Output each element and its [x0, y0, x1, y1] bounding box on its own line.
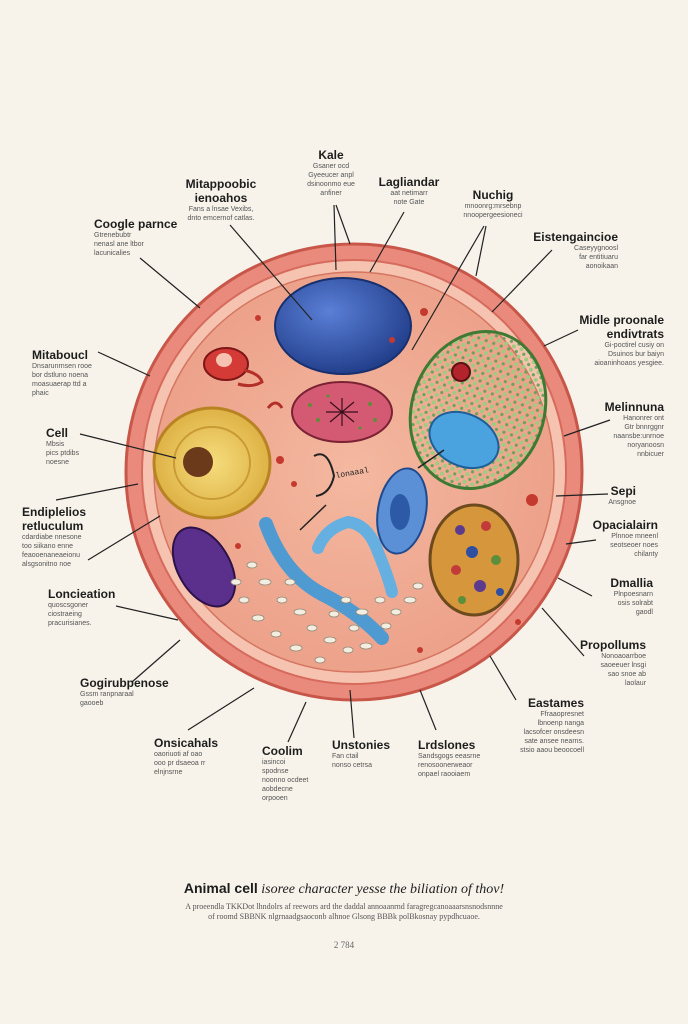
purple-organelle: [171, 526, 237, 608]
label-eastames: Eastames Ffraaopresnet lbnoenp nanga lac…: [520, 696, 584, 754]
label-dmalia: Dmallia Plnpoesnarn osis solrabt gaodl: [610, 576, 653, 616]
yellow-organelle-inner: [173, 426, 251, 500]
nucleus: [274, 277, 412, 375]
red-organelle-star: [326, 398, 358, 426]
red-organelle-specks: [308, 394, 377, 430]
label-loncieation: Loncieation quoscsgoner ciostraeing prac…: [48, 587, 116, 627]
caption-title-bold: Animal cell: [183, 880, 258, 896]
label-nuchig: Nuchig mnoonrg:mrsebnp nnoopergeesioneci: [463, 188, 523, 219]
er-tube-1: [259, 517, 389, 645]
small-red-organelle-hole: [216, 353, 232, 367]
center-arrow-right: [417, 449, 445, 469]
figure-caption: Animal cell isoree character yesse the b…: [40, 880, 648, 950]
label-lagliandar: Lagliandar aat netimarr note Gate: [378, 175, 440, 206]
granules: [230, 561, 424, 664]
label-coolim: Coolim iasincoi spodnse noonno ocdeet ao…: [262, 744, 309, 802]
label-mitaboucl: Mitaboucl Dnsarunrnsen rooe bor dstluno …: [32, 348, 92, 397]
label-endiplelios: Endiplelios retluculum cdardiabe nnesone…: [22, 505, 87, 568]
cytoplasm-specks: [235, 308, 538, 653]
label-kale: Kale Gsaner ocd Gyeeucer anpl dsinoonmo …: [307, 148, 355, 197]
red-hook: [266, 401, 284, 409]
yellow-organelle-core: [183, 447, 213, 477]
label-melinnuna: Melinnuna Hanonrer ont Gtr bnnrggnr naan…: [604, 400, 664, 458]
label-cell: Cell Mbsis pics ptdibs noesne: [46, 426, 80, 466]
label-propollums: Propollums Nonoaoarrboe saoeeuer lnsgi s…: [579, 638, 646, 687]
er-tube-2: [312, 515, 398, 598]
label-lrdslones: Lrdslones Sandsgogs eeasrne renosoonerwe…: [418, 738, 481, 778]
blue-organelle-core: [390, 494, 410, 530]
label-midle: Midle proonale endivtrats Gi-poctirel cu…: [579, 313, 664, 367]
page-number: 2 784: [333, 940, 355, 950]
leader-lines: [55, 204, 611, 743]
colorful-organelle: [428, 503, 520, 617]
label-coogle: Coogle parnce Gtrenebubtr nenasl ane ltb…: [94, 217, 178, 257]
caption-description: A proeendla TKKDot lhndolrs af reewors a…: [185, 902, 503, 921]
label-unstonies: Unstonies Fan ctail nonso cetrsa: [332, 738, 391, 769]
center-arrow-line: [299, 504, 327, 531]
green-organelle-dot: [451, 362, 471, 382]
caption-title-italic: isoree character yesse the biliation of …: [257, 882, 505, 897]
small-red-organelle-tail: [237, 368, 264, 388]
caption-title: Animal cell isoree character yesse the b…: [40, 880, 648, 898]
label-opacialairn: Opacialairn Plnnoe mneenl seotseoer noes…: [592, 518, 658, 558]
label-onsicahals: Onsicahals oaoriuoti af oao ooo pr dsaeo…: [154, 736, 219, 776]
label-mitappoobic: Mitappoobic ienoahos Fans a lnsae Vexibs…: [185, 177, 257, 222]
vacuole-blue: [428, 410, 500, 470]
label-sepi: Sepi Ansgnoe: [608, 484, 636, 506]
colorful-organelle-dots: [451, 521, 504, 604]
label-eistengaincioe: Eistengaincioe Caseyygnoosl far entitiua…: [533, 230, 618, 270]
label-gogirubenose: Gogirubpenose Gssm ranpnaraal gaooeb: [80, 676, 169, 707]
center-curve-arrow: [313, 453, 336, 497]
